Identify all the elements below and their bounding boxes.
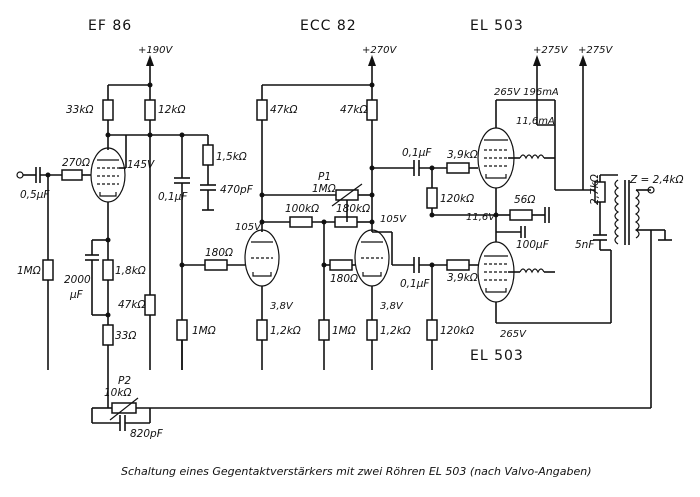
label-p2: P2 xyxy=(118,375,131,387)
label-r12k-b: 1,2kΩ xyxy=(380,325,411,337)
tube-title-el503-top: EL 503 xyxy=(470,18,524,34)
label-v105-b: 105V xyxy=(380,214,407,225)
label-v265-top: 265V 196mA xyxy=(494,87,559,98)
label-r47k-a: 47kΩ xyxy=(118,299,145,311)
label-r56: 56Ω xyxy=(514,194,535,206)
label-v145: 145V xyxy=(127,159,155,171)
tube-title-ecc82: ECC 82 xyxy=(300,18,357,34)
label-c2000: 2000 xyxy=(64,274,91,286)
svg-text:+190V: +190V xyxy=(138,45,173,56)
label-c5n: 5nF xyxy=(575,239,595,251)
label-r1m-in: 1MΩ xyxy=(17,265,41,277)
label-c01u-c: 0,1µF xyxy=(400,278,430,290)
label-r33k: 33kΩ xyxy=(66,104,93,116)
label-r39k-a: 3,9kΩ xyxy=(447,149,478,161)
el503-output-stage: 0,1µF 3,9kΩ 120kΩ 0,1µF 3,9kΩ 120kΩ 265V… xyxy=(369,87,683,370)
label-r270: 270Ω xyxy=(62,157,90,169)
svg-text:+275V: +275V xyxy=(578,45,613,56)
supply-270v: +270V xyxy=(362,45,397,85)
label-r47k-c: 47kΩ xyxy=(340,104,367,116)
label-c820p: 820pF xyxy=(130,428,164,440)
supply-275v-a: +275V xyxy=(533,45,568,105)
ecc82-stage: 47kΩ 47kΩ P1 1MΩ 100kΩ 180kΩ 105V 105V 1… xyxy=(179,82,411,370)
label-r12k: 12kΩ xyxy=(158,104,185,116)
label-r12k-a: 1,2kΩ xyxy=(270,325,301,337)
label-r33: 33Ω xyxy=(115,330,136,342)
feedback-network: P2 10kΩ 820pF xyxy=(91,230,652,440)
label-c01u-b: 0,1µF xyxy=(402,147,432,159)
svg-text:+270V: +270V xyxy=(362,45,397,56)
label-r1m-b: 1MΩ xyxy=(192,325,216,337)
label-v38-b: 3,8V xyxy=(380,301,404,312)
label-c100u: 100µF xyxy=(516,239,550,251)
ef86-stage: 33kΩ 12kΩ 1,5kΩ 470pF 0,1µF 145V 270Ω 0,… xyxy=(16,82,254,408)
label-r120k-a: 120kΩ xyxy=(440,193,474,205)
ground-taps xyxy=(181,340,183,370)
label-r180-a: 180Ω xyxy=(205,247,233,259)
label-r180-b: 180Ω xyxy=(330,273,358,285)
label-c05u: 0,5µF xyxy=(20,189,50,201)
tube-title-el503-bottom: EL 503 xyxy=(470,348,524,364)
label-i116: 11,6mA xyxy=(516,116,555,127)
label-p2-val: 10kΩ xyxy=(104,387,131,399)
label-r47k-b: 47kΩ xyxy=(270,104,297,116)
label-v116: 11,6V xyxy=(466,212,496,223)
supply-275v-b: +275V xyxy=(578,45,613,160)
label-p1-val: 1MΩ xyxy=(312,183,336,195)
label-z: Z = 2,4kΩ xyxy=(629,174,683,186)
figure-caption: Schaltung eines Gegentaktverstärkers mit… xyxy=(121,465,592,478)
supply-190v: +190V xyxy=(138,45,173,85)
label-c01u-a: 0,1µF xyxy=(158,191,188,203)
label-r100k: 100kΩ xyxy=(285,203,319,215)
label-r27k: 2,7kΩ xyxy=(589,174,601,205)
label-r180k: 180kΩ xyxy=(336,203,370,215)
label-v38-a: 3,8V xyxy=(270,301,294,312)
label-v265-bot: 265V xyxy=(500,329,527,340)
label-r18k: 1,8kΩ xyxy=(115,265,146,277)
label-r39k-b: 3,9kΩ xyxy=(447,272,478,284)
label-c2000-unit: µF xyxy=(69,289,84,301)
label-r1m-c: 1MΩ xyxy=(332,325,356,337)
label-v105-a: 105V xyxy=(235,222,262,233)
label-p1: P1 xyxy=(318,171,331,183)
label-r15k: 1,5kΩ xyxy=(216,151,247,163)
svg-text:+275V: +275V xyxy=(533,45,568,56)
tube-title-ef86: EF 86 xyxy=(88,18,132,34)
label-c470p: 470pF xyxy=(220,184,254,196)
label-r120k-b: 120kΩ xyxy=(440,325,474,337)
